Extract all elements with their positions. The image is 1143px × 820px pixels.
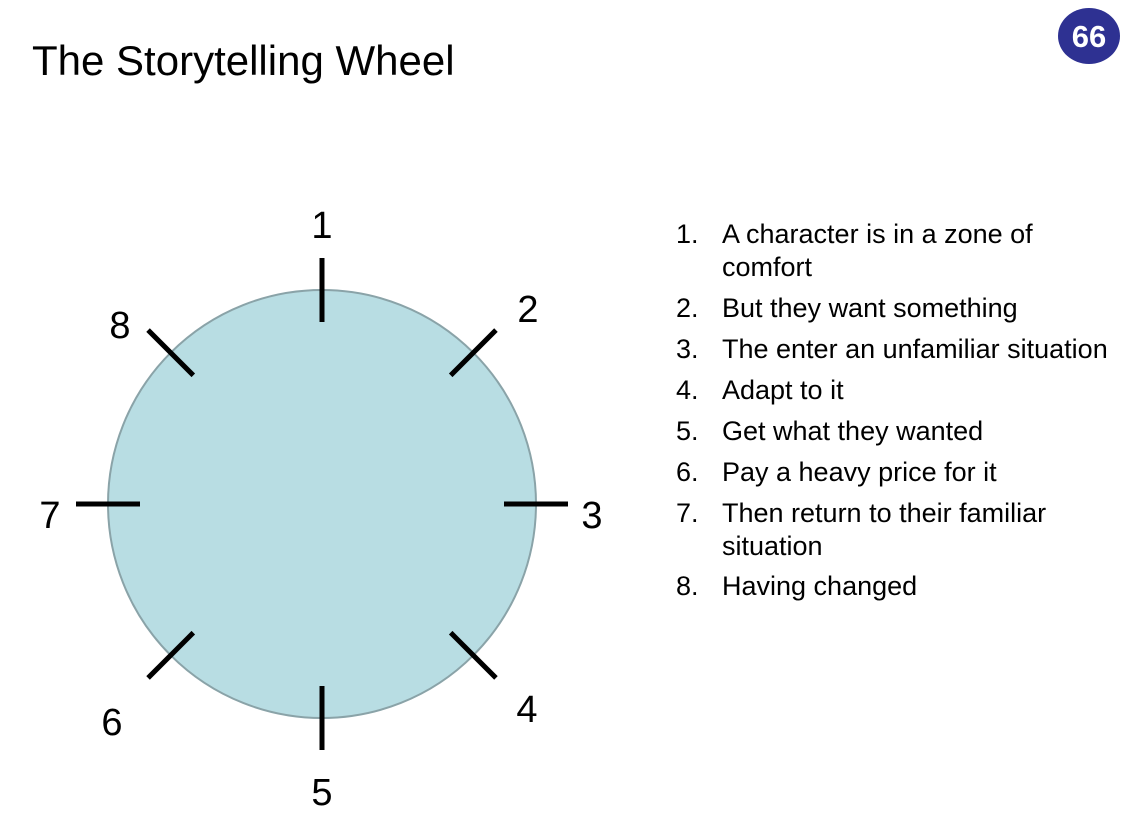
list-item: 8. Having changed — [676, 570, 1124, 603]
list-item: 1. A character is in a zone of comfort — [676, 218, 1124, 284]
list-item-text: A character is in a zone of comfort — [722, 219, 1033, 282]
page-number-text: 66 — [1071, 18, 1107, 54]
wheel-svg: 1 2 3 4 5 6 7 8 — [39, 205, 602, 814]
wheel-number-3: 3 — [581, 495, 602, 537]
list-item-text: The enter an unfamiliar situation — [722, 333, 1108, 364]
list-item: 3. The enter an unfamiliar situation — [676, 333, 1124, 366]
wheel-number-2: 2 — [517, 289, 538, 331]
wheel-tick-4 — [448, 630, 498, 680]
wheel-number-8: 8 — [109, 305, 130, 347]
wheel-number-4: 4 — [516, 689, 537, 731]
list-item: 2. But they want something — [676, 292, 1124, 325]
wheel-tick-8 — [146, 328, 196, 378]
list-item-text: Then return to their familiar situation — [722, 497, 1047, 561]
list-item: 4. Adapt to it — [676, 374, 1124, 407]
list-item: 6. Pay a heavy price for it — [676, 456, 1124, 489]
page-title: The Storytelling Wheel — [32, 37, 455, 84]
wheel-number-6: 6 — [101, 702, 122, 744]
list-item: 7. Then return to their familiar situatio… — [676, 497, 1124, 563]
list-item-number: 1. — [676, 219, 699, 249]
page-number-badge: 66 — [1058, 8, 1120, 64]
list-item-text: Pay a heavy price for it — [722, 456, 997, 487]
list-item-number: 5. — [676, 415, 699, 446]
list-item-number: 7. — [676, 497, 699, 528]
list-item-number: 6. — [676, 456, 699, 487]
list-item-text: But they want something — [722, 292, 1018, 323]
storytelling-steps-list: 1. A character is in a zone of comfort 2. B… — [676, 218, 1124, 611]
wheel-tick-group — [76, 258, 568, 750]
wheel-number-7: 7 — [39, 495, 60, 537]
list-item-number: 3. — [676, 333, 699, 364]
list-item-number: 8. — [676, 571, 699, 602]
wheel-number-1: 1 — [311, 205, 332, 247]
list-item-number: 2. — [676, 292, 699, 323]
wheel-tick-2 — [448, 328, 498, 378]
wheel-label-group: 1 2 3 4 5 6 7 8 — [39, 205, 602, 814]
list-item-number: 4. — [676, 374, 699, 405]
list-item: 5. Get what they wanted — [676, 415, 1124, 448]
list-item-text: Adapt to it — [722, 374, 844, 405]
list-item-text: Get what they wanted — [722, 415, 984, 446]
list-item-text: Having changed — [722, 571, 918, 602]
wheel-tick-6 — [146, 630, 196, 680]
wheel-number-5: 5 — [311, 772, 332, 814]
wheel-diagram: 1 2 3 4 5 6 7 8 — [0, 180, 640, 820]
